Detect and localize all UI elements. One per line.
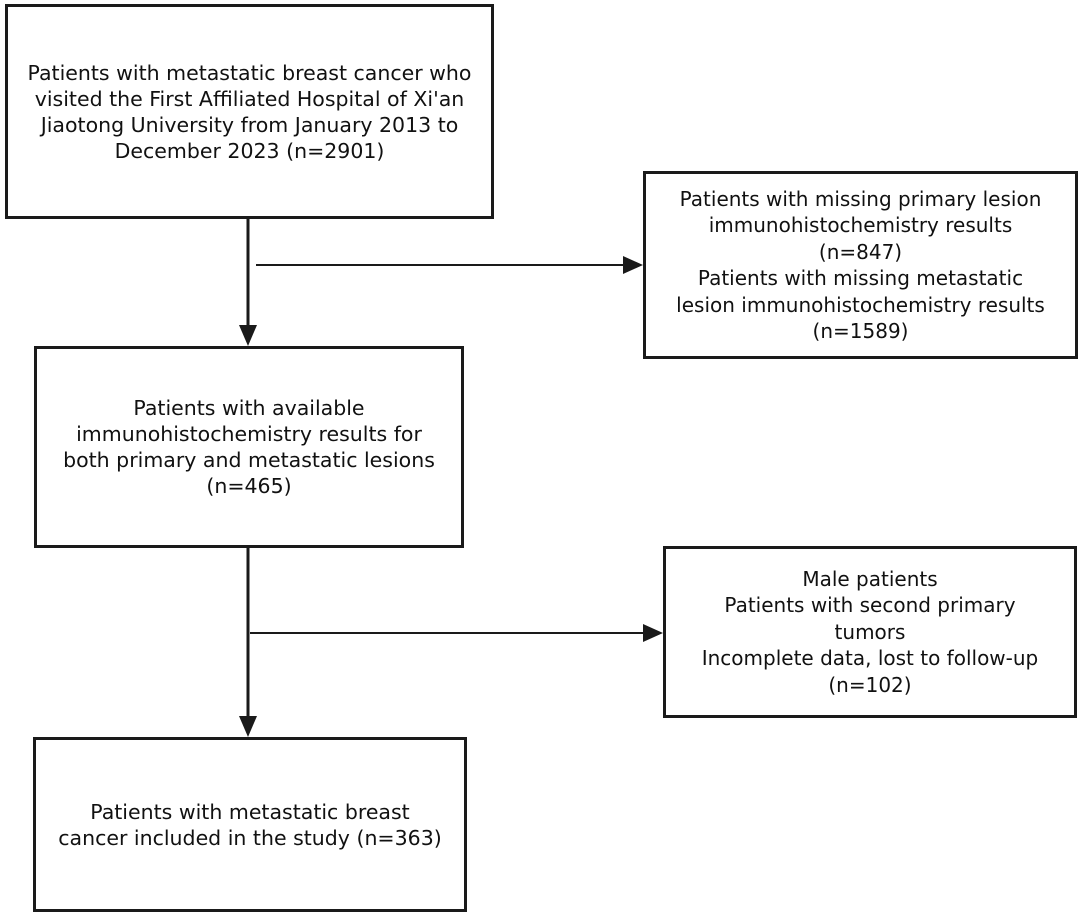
final-cohort-box: Patients with metastatic breast cancer i… [33, 737, 467, 912]
initial-population-text: Patients with metastatic breast cancer w… [28, 60, 472, 164]
box-line: Incomplete data, lost to follow-up [701, 646, 1039, 671]
box-line: (n=847) [818, 239, 903, 264]
exclusion-missing-ihc-text: Patients with missing primary lesion imm… [676, 186, 1045, 345]
box-line: cancer included in the study (n=363) [58, 825, 442, 850]
box-line: visited the First Affiliated Hospital of… [34, 86, 465, 111]
box-line: Jiaotong University from January 2013 to [40, 112, 459, 137]
box-line: lesion immunohistochemistry results [676, 292, 1045, 317]
box-line: December 2023 (n=2901) [114, 138, 385, 163]
box-line: Patients with available [133, 396, 365, 420]
arrowhead-screening-to-available [239, 325, 257, 346]
available-ihc-text: Patients with available immunohistochemi… [63, 395, 435, 499]
arrowhead-available-to-included [239, 716, 257, 737]
box-line: Patients with second primary [724, 593, 1016, 618]
available-ihc-box: Patients with available immunohistochemi… [34, 346, 464, 548]
box-line: Patients with metastatic breast [90, 799, 410, 824]
box-line: (n=1589) [812, 319, 909, 343]
box-line: (n=465) [206, 474, 292, 498]
exclusion-other-text: Male patients Patients with second prima… [702, 566, 1039, 699]
exclusion-box-other: Male patients Patients with second prima… [663, 546, 1077, 718]
box-line: tumors [834, 619, 906, 644]
box-line: Patients with missing primary lesion [679, 186, 1042, 211]
box-line: both primary and metastatic lesions [63, 448, 435, 472]
exclusion-box-missing-ihc: Patients with missing primary lesion imm… [643, 171, 1078, 359]
arrowhead-exclusion-2 [643, 624, 663, 642]
box-line: Patients with metastatic breast cancer w… [27, 60, 472, 85]
box-line: (n=102) [828, 672, 912, 697]
initial-population-box: Patients with metastatic breast cancer w… [5, 4, 494, 219]
final-cohort-text: Patients with metastatic breast cancer i… [58, 799, 441, 851]
box-line: immunohistochemistry results for [76, 422, 422, 446]
box-line: immunohistochemistry results [708, 213, 1013, 237]
arrowhead-exclusion-1 [623, 256, 643, 274]
box-line: Male patients [802, 566, 938, 591]
box-line: Patients with missing metastatic [697, 266, 1024, 290]
